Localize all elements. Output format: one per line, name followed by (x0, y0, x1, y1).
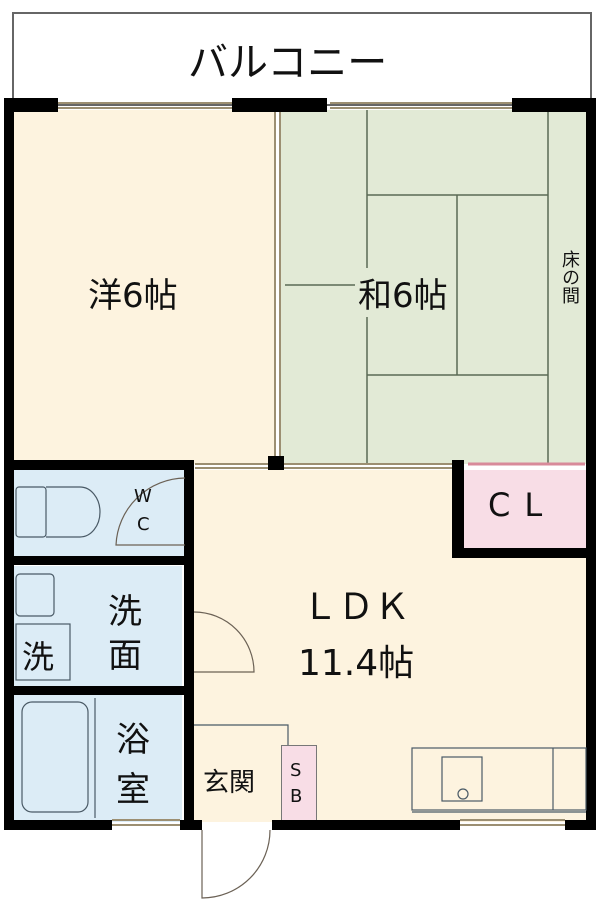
room-closet (462, 470, 586, 548)
room-western (12, 110, 274, 464)
closet-label: CL (488, 486, 557, 524)
shoebox (281, 745, 317, 824)
room-bathroom (12, 694, 182, 822)
balcony-area (12, 12, 592, 106)
western-room-label: 洋6帖 (88, 276, 178, 316)
ldk-size-label: 11.4帖 (298, 643, 415, 684)
wc-label-w: W (134, 486, 152, 507)
entrance-label: 玄関 (203, 768, 256, 798)
bathroom-label-1: 浴 (116, 720, 150, 760)
washroom-label-2: 面 (108, 636, 142, 676)
room-washroom (12, 566, 182, 686)
bathroom-label-2: 室 (116, 770, 150, 810)
ldk-label: ＬＤＫ (302, 587, 411, 628)
balcony-label: バルコニー (188, 40, 388, 86)
shoebox-label-b: B (290, 786, 303, 807)
room-entrance (194, 734, 280, 822)
japanese-room-label: 和6帖 (358, 268, 448, 317)
shoebox-label-s: S (290, 760, 302, 781)
washroom-label-1: 洗 (108, 592, 142, 632)
wc-label-c: C (137, 514, 150, 535)
tokonoma-label: 床の間 (559, 250, 580, 304)
washer-label: 洗 (22, 638, 55, 676)
